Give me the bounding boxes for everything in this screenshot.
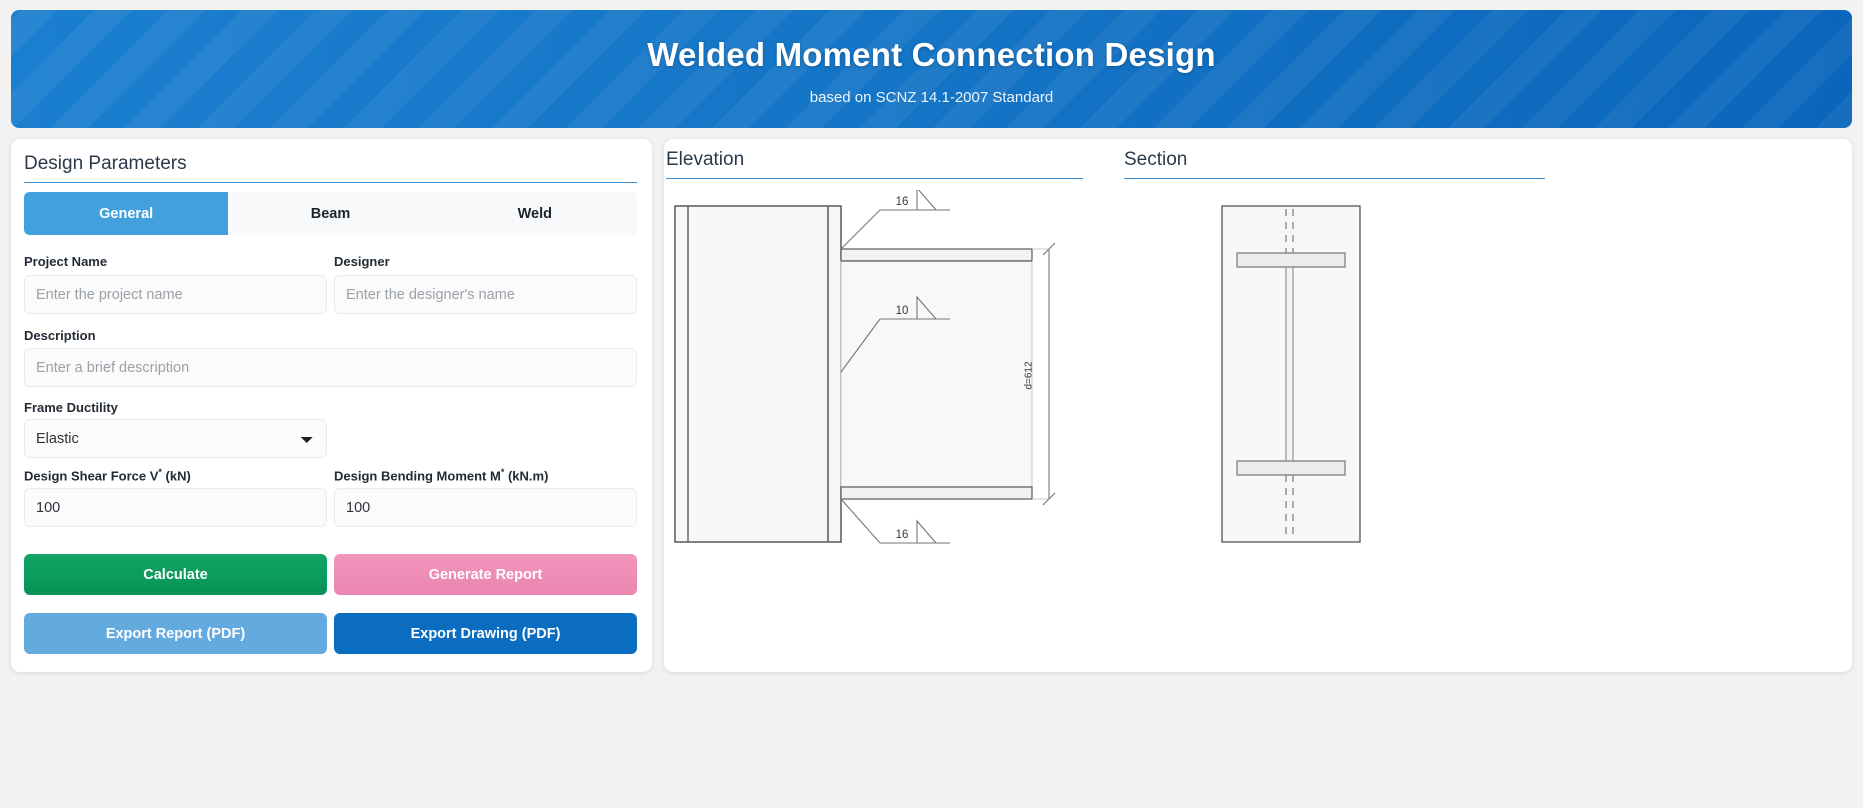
design-parameters-rule [24,182,637,183]
export-report-button[interactable]: Export Report (PDF) [24,613,327,654]
bending-moment-label-text: Design Bending Moment M [334,468,501,484]
beam-depth-label: d=612 [1023,361,1035,390]
bending-moment-label: Design Bending Moment M* (kN.m) [334,467,548,483]
elevation-title: Elevation [666,149,745,170]
parameter-tabs: General Beam Weld [24,192,637,235]
designer-label: Designer [334,254,390,269]
tab-general[interactable]: General [24,192,229,235]
shear-force-label-unit: (kN) [161,468,191,484]
weld-size-label-bottom: 16 [896,529,909,541]
weld-callout-bottom: 16 [840,498,950,544]
tab-weld[interactable]: Weld [517,205,552,222]
page-subtitle: based on SCNZ 14.1-2007 Standard [809,89,1054,106]
weld-leader-web [840,318,881,373]
beam-top-flange-section [1236,252,1346,268]
weld-callout-top: 16 [840,190,950,250]
bending-moment-label-unit: (kN.m) [504,468,549,484]
calculate-button[interactable]: Calculate [24,554,327,595]
project-name-label: Project Name [24,254,108,269]
frame-ductility-label: Frame Ductility [24,400,118,415]
beam-web-section [1285,252,1294,476]
shear-force-label: Design Shear Force V* (kN) [24,467,191,483]
section-drawing [1221,205,1361,543]
design-parameters-title: Design Parameters [24,153,187,174]
beam-web-panel [840,260,1033,498]
description-label: Description [24,328,96,343]
beam-bottom-flange-section [1236,460,1346,476]
weld-leader-top [840,209,881,250]
app-header: Welded Moment Connection Design based on… [11,10,1852,128]
tab-beam[interactable]: Beam [310,205,351,222]
elevation-rule [666,178,1083,179]
fillet-weld-triangle-top [916,190,938,211]
shear-force-label-text: Design Shear Force V [24,468,159,484]
generate-report-button[interactable]: Generate Report [334,554,637,595]
weld-size-label-web: 10 [896,305,909,317]
project-name-input[interactable] [24,275,327,314]
beam-top-flange [840,248,1033,262]
shear-force-input[interactable] [24,488,327,527]
elevation-drawing: 16 10 16 [674,190,1056,544]
weld-leader-bottom [840,498,881,544]
beam-bottom-flange [840,486,1033,500]
export-drawing-button[interactable]: Export Drawing (PDF) [334,613,637,654]
fillet-weld-triangle-bottom [916,519,938,544]
weld-size-label-top: 16 [896,196,909,208]
description-input[interactable] [24,348,637,387]
column-body [674,205,842,543]
fillet-weld-triangle-web [916,295,938,320]
frame-ductility-select[interactable]: Elastic [24,419,327,458]
section-title: Section [1124,149,1188,170]
beam-depth-dimension [1032,242,1056,506]
shear-force-label-sup: * [158,467,162,477]
page-title: Welded Moment Connection Design [647,36,1216,73]
section-rule [1124,178,1545,179]
bending-moment-input[interactable] [334,488,637,527]
designer-input[interactable] [334,275,637,314]
weld-callout-web: 10 [840,295,950,373]
bending-moment-label-sup: * [500,467,505,477]
